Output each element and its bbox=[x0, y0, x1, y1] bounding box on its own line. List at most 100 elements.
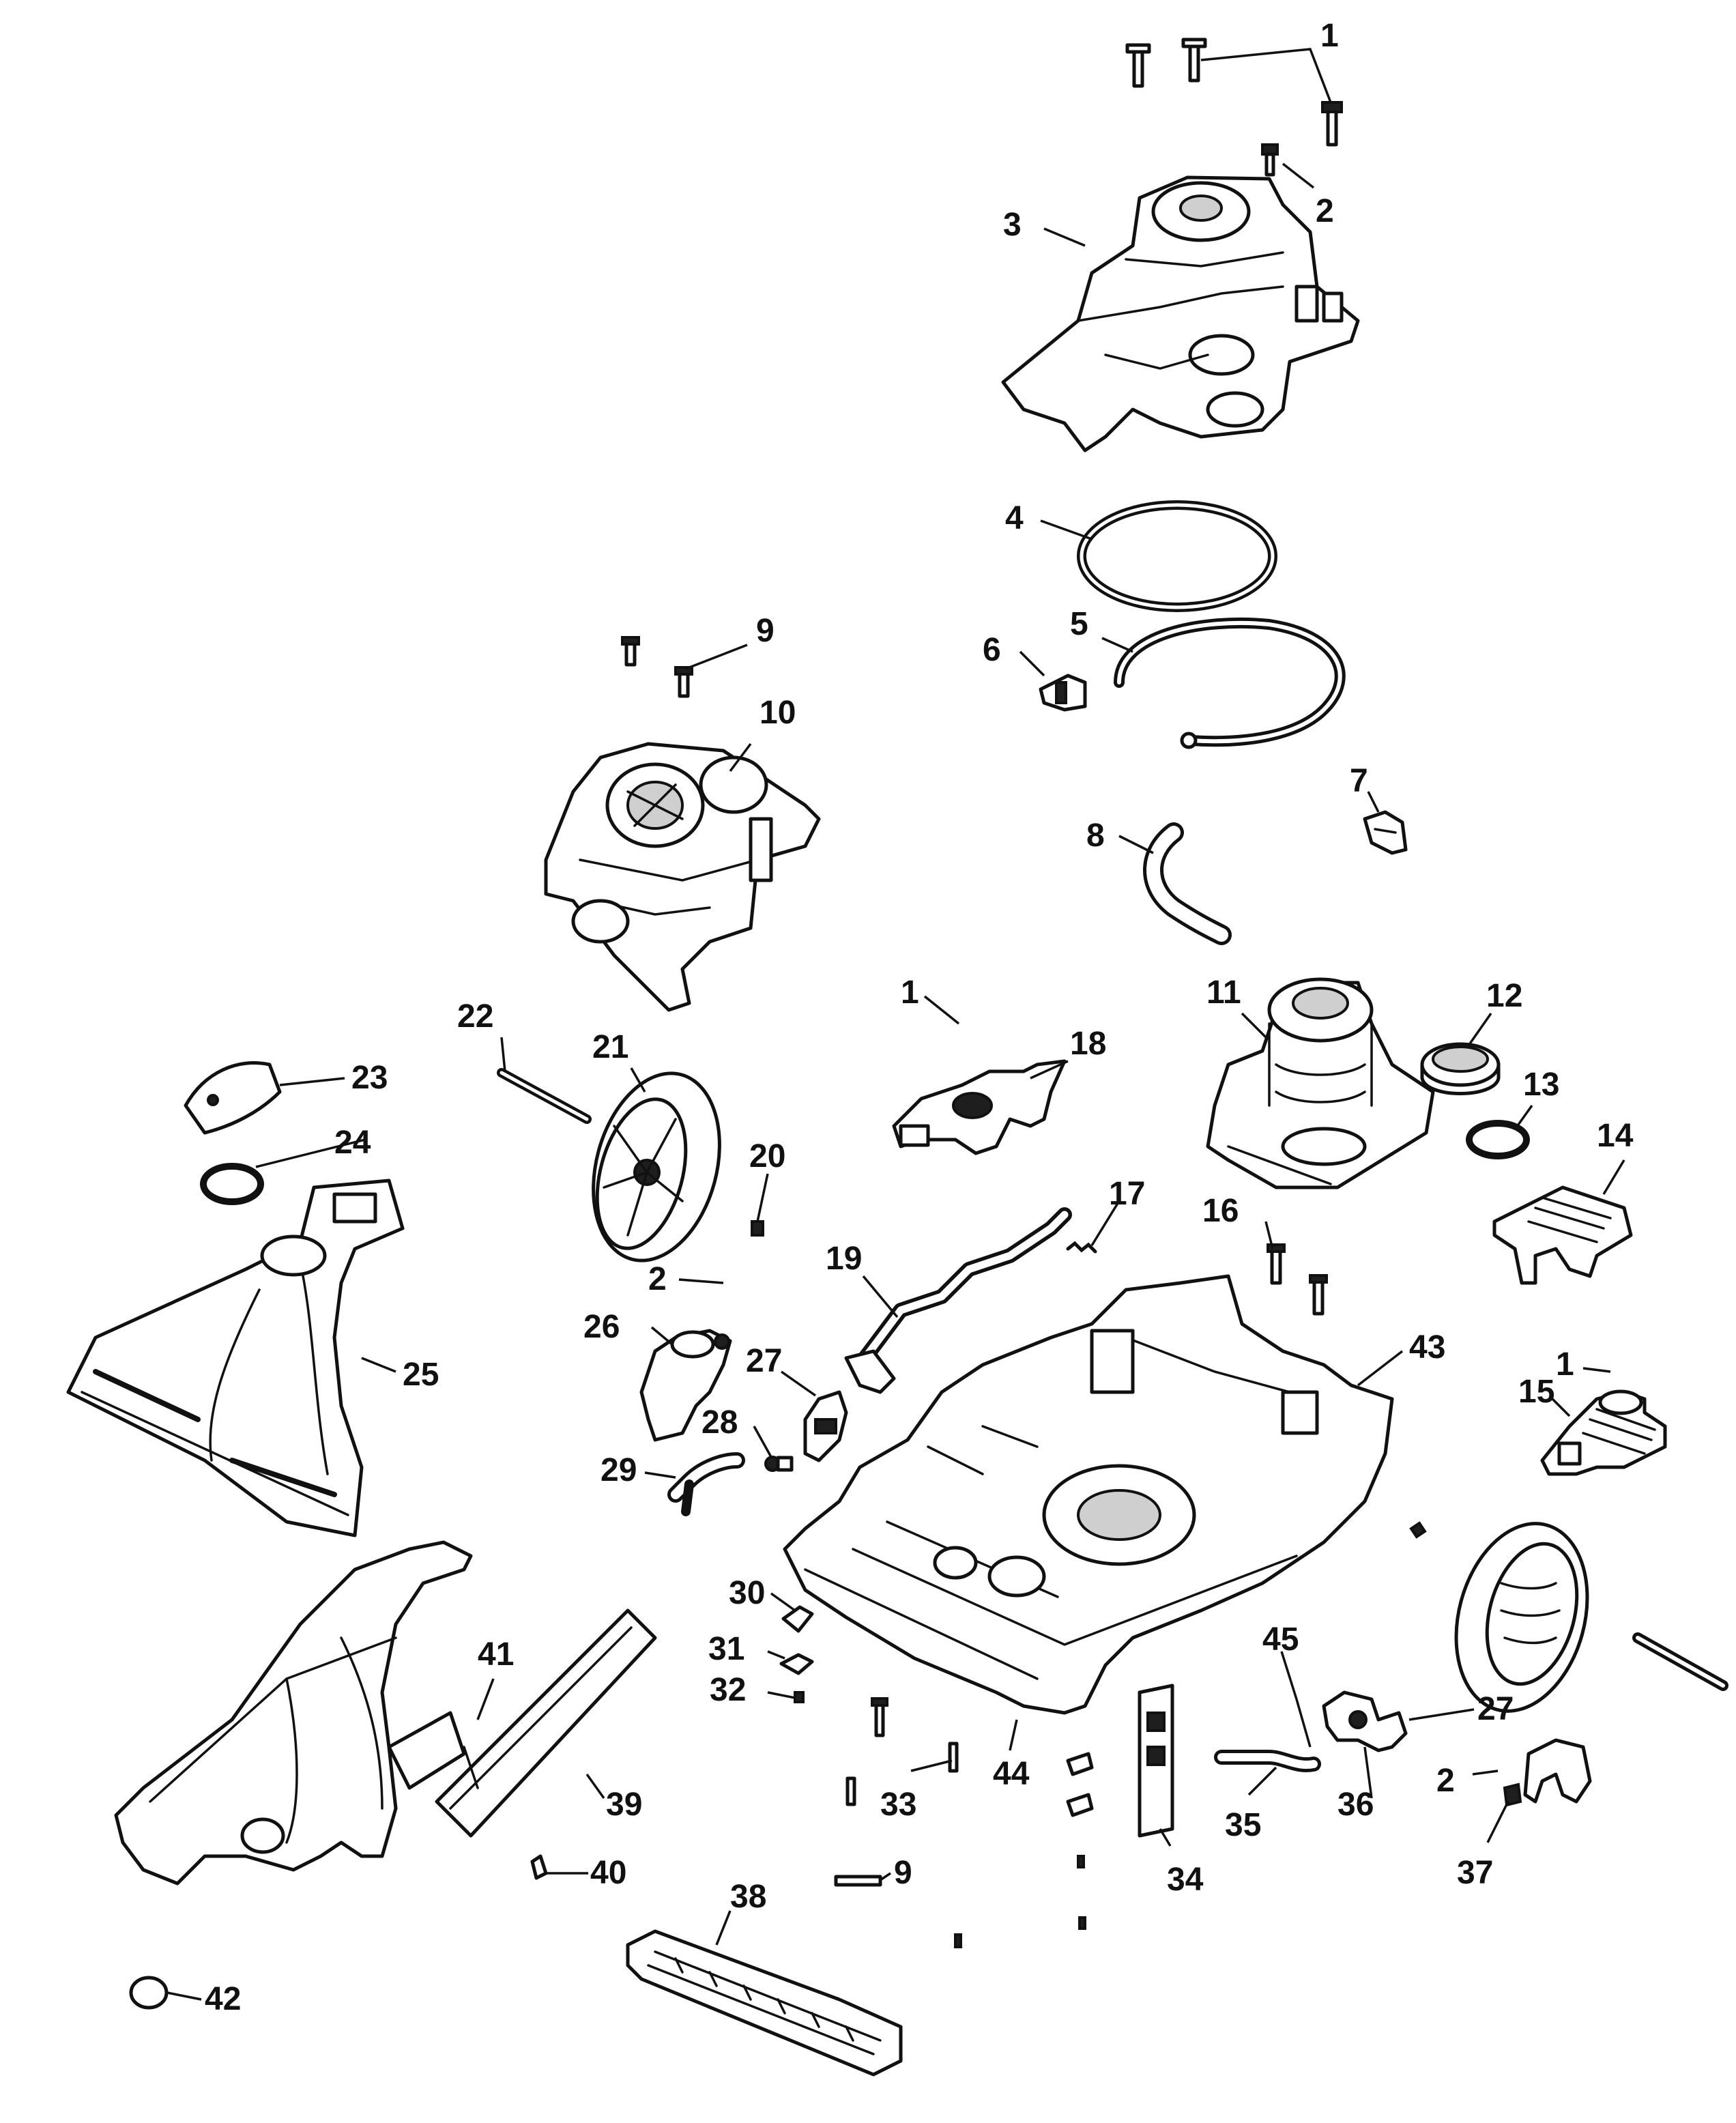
wheel-part-21 bbox=[592, 1071, 721, 1262]
callout-45: 45 bbox=[1262, 1621, 1299, 1658]
callout-27-b: 27 bbox=[1477, 1691, 1514, 1727]
callout-2-c: 2 bbox=[1436, 1763, 1455, 1799]
brush-bar-part-38 bbox=[626, 1929, 903, 2077]
spring-part-17 bbox=[1066, 1241, 1097, 1254]
motor-part-11 bbox=[1206, 977, 1435, 1189]
callout-21: 21 bbox=[592, 1029, 628, 1065]
callout-40: 40 bbox=[590, 1855, 626, 1891]
ring-part-4 bbox=[1077, 500, 1277, 612]
screw-part-1-top bbox=[1125, 38, 1343, 147]
clip-part-7 bbox=[1363, 810, 1408, 855]
callout-33: 33 bbox=[880, 1787, 916, 1823]
callout-44: 44 bbox=[993, 1756, 1030, 1792]
callout-42: 42 bbox=[205, 1981, 241, 2017]
callout-8: 8 bbox=[1086, 818, 1105, 854]
small-parts-lower-center bbox=[834, 1752, 1094, 1948]
axle-part-22 bbox=[497, 1068, 592, 1124]
callout-19: 19 bbox=[826, 1241, 862, 1277]
side-rail-part-39 bbox=[435, 1608, 657, 1838]
o-ring-part-13 bbox=[1466, 1120, 1530, 1159]
callout-24: 24 bbox=[334, 1125, 371, 1161]
callout-17: 17 bbox=[1109, 1176, 1145, 1212]
turbine-housing-part-10 bbox=[544, 742, 821, 1012]
leader-lines bbox=[167, 48, 1625, 2001]
screw-part-2-top bbox=[1261, 143, 1279, 177]
main-base-part-43 bbox=[783, 1274, 1394, 1715]
callout-41: 41 bbox=[478, 1636, 514, 1673]
latch-part-6 bbox=[1039, 674, 1087, 712]
lower-housing-part-41 bbox=[114, 1540, 479, 1886]
callout-25: 25 bbox=[403, 1357, 439, 1393]
ring-part-24 bbox=[200, 1163, 264, 1205]
callout-26: 26 bbox=[583, 1309, 620, 1345]
linkage-rod-part-19 bbox=[844, 1207, 1072, 1394]
callout-14: 14 bbox=[1597, 1118, 1634, 1154]
callout-43: 43 bbox=[1409, 1329, 1445, 1366]
pin-part-40 bbox=[530, 1854, 548, 1880]
wheel-right bbox=[1454, 1522, 1589, 1713]
grille-cover-part-15 bbox=[1540, 1389, 1667, 1476]
motor-housing-part-3 bbox=[1001, 175, 1360, 452]
callout-30: 30 bbox=[729, 1575, 765, 1611]
pump-module-part-27 bbox=[803, 1390, 848, 1462]
cap-ring-part-12 bbox=[1420, 1042, 1501, 1095]
callout-3: 3 bbox=[1003, 207, 1022, 243]
callout-35: 35 bbox=[1225, 1807, 1261, 1843]
callout-23: 23 bbox=[351, 1060, 388, 1096]
axle-right bbox=[1632, 1632, 1728, 1691]
callout-11: 11 bbox=[1206, 974, 1241, 1011]
screw-part-9-top bbox=[621, 636, 693, 698]
screw-part-16 bbox=[1267, 1243, 1328, 1316]
nut-part-44-area bbox=[1409, 1521, 1427, 1539]
callout-39: 39 bbox=[606, 1787, 642, 1823]
callout-2-b: 2 bbox=[648, 1261, 667, 1297]
callout-9-b: 9 bbox=[894, 1855, 912, 1891]
cap-part-42 bbox=[129, 1976, 169, 2010]
callout-16: 16 bbox=[1202, 1193, 1239, 1229]
plate-part-34 bbox=[1138, 1684, 1174, 1838]
switch-assembly-part-18 bbox=[892, 1059, 1067, 1155]
callout-38: 38 bbox=[730, 1879, 766, 1915]
callout-22: 22 bbox=[457, 998, 493, 1035]
callout-1-b: 1 bbox=[901, 974, 919, 1011]
callout-13: 13 bbox=[1523, 1067, 1559, 1103]
callout-32: 32 bbox=[710, 1672, 746, 1708]
callout-12: 12 bbox=[1486, 978, 1522, 1014]
callout-9: 9 bbox=[756, 613, 775, 649]
valve-body-part-26 bbox=[639, 1329, 732, 1442]
callout-5: 5 bbox=[1070, 606, 1088, 642]
hose-part-29 bbox=[667, 1452, 745, 1516]
callout-7: 7 bbox=[1350, 763, 1368, 799]
clip-part-32 bbox=[794, 1691, 805, 1703]
callout-31: 31 bbox=[708, 1631, 744, 1667]
callout-15: 15 bbox=[1518, 1374, 1554, 1410]
curved-hose-part-8 bbox=[1143, 822, 1232, 945]
callout-29: 29 bbox=[601, 1452, 637, 1488]
fitting-part-28 bbox=[764, 1456, 794, 1472]
callout-37: 37 bbox=[1457, 1855, 1493, 1891]
callout-4: 4 bbox=[1005, 500, 1024, 536]
callout-1-c: 1 bbox=[1556, 1346, 1574, 1383]
callout-1: 1 bbox=[1320, 18, 1339, 54]
bracket-part-37 bbox=[1503, 1738, 1592, 1807]
callout-labels: 1 2 3 4 5 6 7 8 9 10 11 12 13 14 1 18 22… bbox=[205, 18, 1634, 2017]
solenoid-valve-part-36 bbox=[1322, 1690, 1408, 1752]
clip-part-31 bbox=[779, 1653, 814, 1675]
callout-20: 20 bbox=[749, 1138, 785, 1174]
callout-34: 34 bbox=[1167, 1862, 1204, 1898]
clamp-band-part-5 bbox=[1114, 617, 1346, 749]
cover-cap-part-23 bbox=[184, 1061, 282, 1135]
callout-28: 28 bbox=[701, 1404, 738, 1441]
callout-18: 18 bbox=[1070, 1026, 1106, 1062]
nut-part-20 bbox=[751, 1220, 764, 1237]
hose-part-35 bbox=[1214, 1750, 1321, 1772]
callout-36: 36 bbox=[1337, 1787, 1374, 1823]
nozzle-cover-part-25 bbox=[66, 1179, 405, 1537]
callout-27: 27 bbox=[746, 1343, 782, 1379]
screw-part-33 bbox=[845, 1697, 959, 1806]
clip-part-30 bbox=[781, 1605, 814, 1633]
grille-cover-part-14 bbox=[1492, 1185, 1633, 1285]
callout-6: 6 bbox=[983, 632, 1001, 668]
callout-10: 10 bbox=[760, 695, 796, 731]
